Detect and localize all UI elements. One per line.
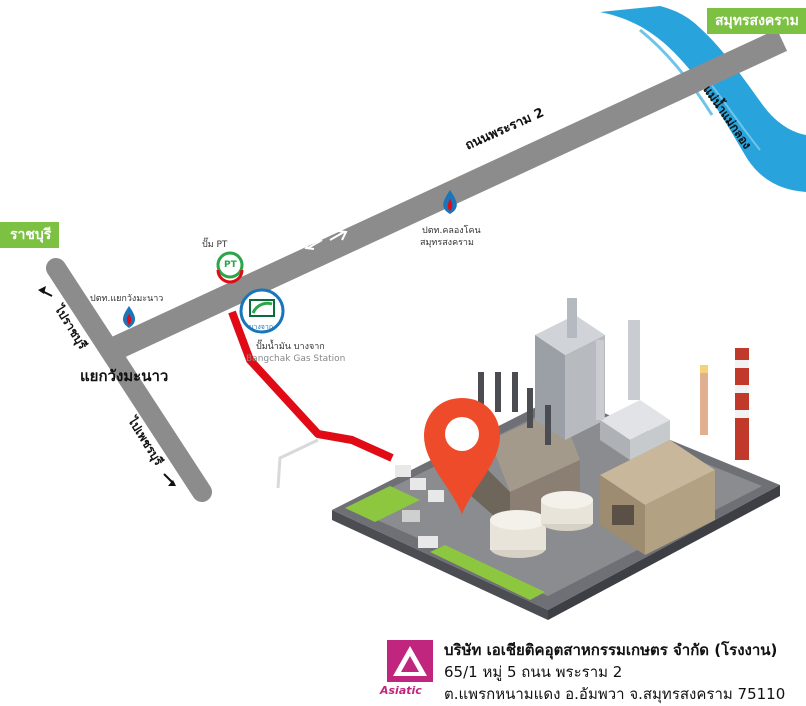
bangchak-label-th: ปั๊มน้ำมัน บางจาก: [256, 342, 325, 352]
ptt-khlong-khon-label: ปตท.คลองโคน: [422, 226, 481, 236]
company-name: บริษัท เอเชียติคอุตสาหกรรมเกษตร จำกัด (โ…: [444, 641, 778, 659]
pt-station-label: ปั๊ม PT: [202, 240, 228, 250]
ptt-logo-icon: [443, 190, 457, 214]
mae-klong-river: [600, 6, 806, 192]
asiatic-logo-word: Asiatic: [380, 684, 422, 697]
province-tag-samut-songkhram: สมุทรสงคราม: [707, 8, 806, 34]
company-address-line1: 65/1 หมู่ 5 ถนน พระราม 2: [444, 663, 623, 681]
ptt-logo-icon: [122, 306, 136, 328]
bangchak-logo-icon: [239, 288, 285, 334]
junction-label: แยกวังมะนาว: [80, 367, 169, 385]
factory-illustration: [332, 298, 780, 620]
route-line: [228, 310, 394, 462]
ptt-wang-manao-label: ปตท.แยกวังมะนาว: [90, 294, 164, 304]
asiatic-logo-icon: [387, 640, 433, 682]
pt-logo-icon: [216, 251, 244, 284]
arrow-to-ratchaburi-icon: [38, 286, 53, 297]
bangchak-logo-text: บางจาก: [249, 323, 274, 331]
ptt-khlong-khon-province: สมุทรสงคราม: [420, 238, 474, 248]
bangchak-label-en: Bangchak Gas Station: [246, 354, 346, 364]
pt-logo-text: PT: [224, 260, 237, 270]
arrow-to-phetchaburi-icon: [163, 473, 176, 486]
location-pin-icon: [424, 398, 500, 514]
company-address-line2: ต.แพรกหนามแดง อ.อัมพวา จ.สมุทรสงคราม 751…: [444, 685, 786, 703]
cross-road: [46, 258, 212, 502]
province-tag-ratchaburi: ราชบุรี: [0, 222, 60, 248]
